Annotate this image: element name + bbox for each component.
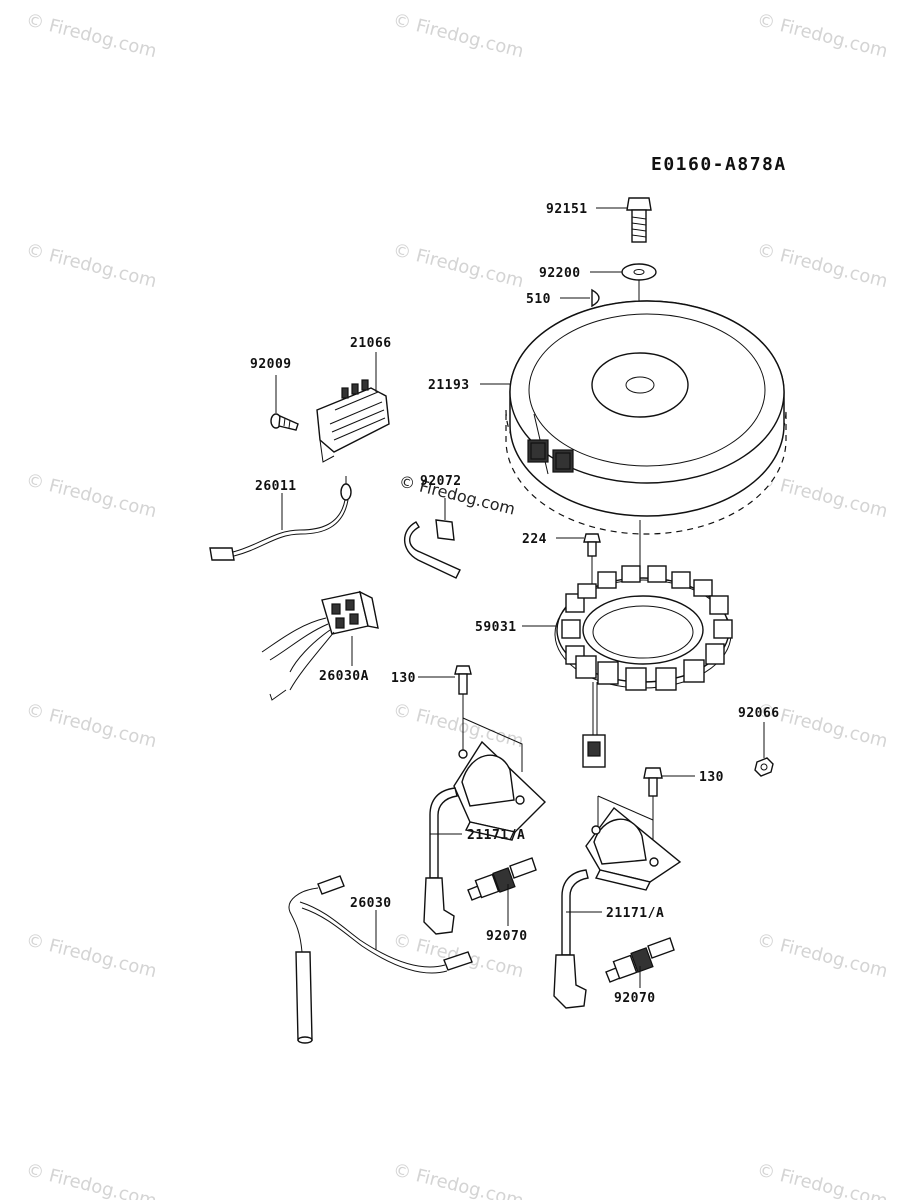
ignition-coil-left-drawing[interactable] [423, 740, 547, 935]
part-label-224[interactable]: 224 [522, 532, 547, 547]
part-label-26030[interactable]: 26030 [350, 896, 392, 911]
bolt-92151-drawing[interactable] [626, 197, 652, 243]
watermark: © Firedog.com [391, 9, 526, 62]
spark-plug-left-drawing[interactable] [467, 857, 537, 901]
part-label-92151[interactable]: 92151 [546, 202, 588, 217]
part-label-130-left[interactable]: 130 [391, 671, 416, 686]
flywheel-21193-drawing[interactable] [505, 300, 787, 535]
stator-59031-drawing[interactable] [554, 565, 733, 768]
part-label-21066[interactable]: 21066 [350, 336, 392, 351]
watermark: © Firedog.com [24, 699, 159, 752]
part-label-21171-left[interactable]: 21171/A [467, 828, 525, 843]
part-label-92070-left[interactable]: 92070 [486, 929, 528, 944]
watermark: © Firedog.com [755, 1159, 890, 1200]
diagram-code: E0160-A878A [651, 154, 787, 175]
watermark: © Firedog.com [24, 1159, 159, 1200]
spark-plug-right-drawing[interactable] [605, 937, 675, 983]
part-label-92200[interactable]: 92200 [539, 266, 581, 281]
bolt-130-right-drawing[interactable] [643, 767, 663, 797]
watermark: © Firedog.com [755, 239, 890, 292]
part-label-26011[interactable]: 26011 [255, 479, 297, 494]
part-label-92072[interactable]: 92072 [420, 474, 462, 489]
part-label-92066[interactable]: 92066 [738, 706, 780, 721]
part-label-92009[interactable]: 92009 [250, 357, 292, 372]
part-label-510[interactable]: 510 [526, 292, 551, 307]
part-label-59031[interactable]: 59031 [475, 620, 517, 635]
screw-92009-drawing[interactable] [270, 413, 299, 431]
lead-wire-26011-drawing[interactable] [209, 476, 352, 561]
bolt-224-drawing[interactable] [583, 533, 601, 557]
washer-92200-drawing[interactable] [621, 263, 657, 281]
part-label-92070-right[interactable]: 92070 [614, 991, 656, 1006]
regulator-21066-drawing[interactable] [316, 379, 390, 463]
part-label-26030A[interactable]: 26030A [319, 669, 369, 684]
connector-26030A-drawing[interactable] [261, 590, 379, 701]
watermark: © Firedog.com [391, 1159, 526, 1200]
watermark: © Firedog.com [24, 9, 159, 62]
watermark: © Firedog.com [24, 929, 159, 982]
watermark: © Firedog.com [755, 9, 890, 62]
bolt-130-left-drawing[interactable] [454, 665, 472, 695]
part-label-21171-right[interactable]: 21171/A [606, 906, 664, 921]
wire-harness-26030-drawing[interactable] [288, 875, 473, 1044]
watermark: © Firedog.com [391, 699, 526, 752]
watermark: © Firedog.com [755, 929, 890, 982]
watermark-layer: © Firedog.com © Firedog.com © Firedog.co… [24, 9, 890, 1204]
ignition-coil-right-drawing[interactable] [553, 806, 682, 1009]
key-510-drawing[interactable] [591, 288, 600, 308]
part-label-21193[interactable]: 21193 [428, 378, 470, 393]
band-92072-drawing[interactable] [403, 498, 461, 579]
part-label-130-right[interactable]: 130 [699, 770, 724, 785]
watermark: © Firedog.com [24, 239, 159, 292]
nut-92066-drawing[interactable] [754, 757, 774, 777]
watermark: © Firedog.com [24, 469, 159, 522]
watermark: © Firedog.com [391, 239, 526, 292]
